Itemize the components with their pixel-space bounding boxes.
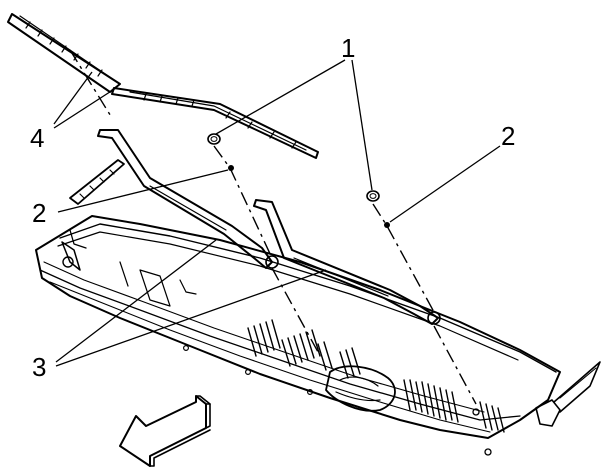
wiper-blade-upper: [7, 13, 319, 159]
callout-4: 4: [30, 123, 44, 153]
callout-2-left: 2: [32, 198, 46, 228]
front-direction-arrow: [119, 395, 211, 467]
wiper-blade-lower: [69, 159, 125, 205]
leader-lines: [53, 59, 501, 367]
callout-3: 3: [32, 352, 46, 382]
pivot-nuts: [228, 165, 390, 228]
callout-1: 1: [341, 33, 355, 63]
cowl-panel: [35, 215, 601, 456]
pivot-caps: [207, 133, 380, 202]
wiper-arm-right: [253, 199, 441, 325]
alignment-lines: [69, 49, 477, 405]
callout-2-right: 2: [501, 121, 515, 151]
wiper-arm-left: [97, 129, 279, 269]
